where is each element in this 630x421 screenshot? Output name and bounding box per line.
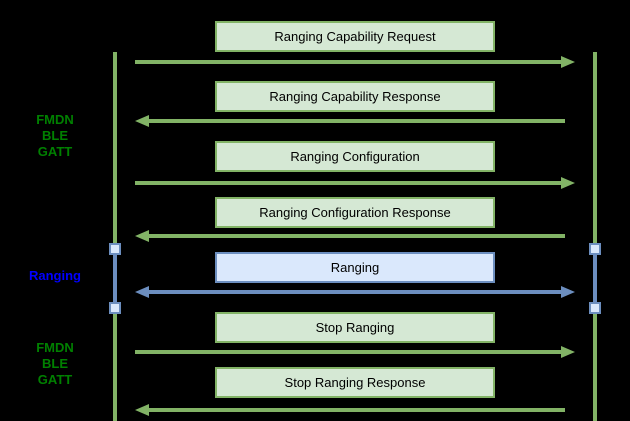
arrowhead-right-icon — [561, 56, 575, 68]
arrowhead-right-icon — [561, 346, 575, 358]
arrow-shaft — [148, 290, 562, 294]
activation-marker — [109, 302, 121, 314]
lifeline-left — [113, 52, 117, 421]
lifeline-segment-blue — [113, 249, 117, 308]
arrowhead-left-icon — [135, 404, 149, 416]
arrow-ranging-configuration — [135, 177, 575, 189]
activation-marker — [589, 302, 601, 314]
message-box-ranging-capability-response: Ranging Capability Response — [215, 81, 495, 112]
lifeline-segment-green — [593, 52, 597, 249]
arrow-ranging-capability-request — [135, 56, 575, 68]
arrow-shaft — [148, 234, 565, 238]
arrow-shaft — [135, 350, 562, 354]
message-box-ranging-configuration: Ranging Configuration — [215, 141, 495, 172]
lifeline-right — [593, 52, 597, 421]
message-box-stop-ranging: Stop Ranging — [215, 312, 495, 343]
arrow-stop-ranging-response — [135, 404, 575, 416]
arrow-shaft — [135, 181, 562, 185]
message-box-ranging-capability-request: Ranging Capability Request — [215, 21, 495, 52]
arrow-shaft — [148, 408, 565, 412]
phase-line: BLE — [42, 356, 68, 371]
activation-marker — [109, 243, 121, 255]
arrowhead-left-icon — [135, 115, 149, 127]
phase-label-fmdn-ble-gatt-1: FMDN BLE GATT — [15, 112, 95, 160]
lifeline-segment-blue — [593, 249, 597, 308]
lifeline-segment-green — [113, 52, 117, 249]
phase-line: Ranging — [29, 268, 81, 283]
arrow-ranging-configuration-response — [135, 230, 575, 242]
arrowhead-right-icon — [561, 286, 575, 298]
phase-label-ranging: Ranging — [15, 268, 95, 284]
phase-line: FMDN — [36, 340, 74, 355]
arrowhead-left-icon — [135, 286, 149, 298]
arrowhead-right-icon — [561, 177, 575, 189]
arrow-ranging-bidirectional — [135, 286, 575, 298]
message-box-ranging: Ranging — [215, 252, 495, 283]
arrowhead-left-icon — [135, 230, 149, 242]
message-box-stop-ranging-response: Stop Ranging Response — [215, 367, 495, 398]
phase-label-fmdn-ble-gatt-2: FMDN BLE GATT — [15, 340, 95, 388]
arrow-shaft — [135, 60, 562, 64]
phase-line: FMDN — [36, 112, 74, 127]
phase-line: GATT — [37, 144, 73, 159]
phase-line: GATT — [37, 372, 73, 387]
lifeline-segment-green — [113, 308, 117, 421]
arrow-ranging-capability-response — [135, 115, 575, 127]
lifeline-segment-green — [593, 308, 597, 421]
arrow-shaft — [148, 119, 565, 123]
phase-line: BLE — [42, 128, 68, 143]
activation-marker — [589, 243, 601, 255]
message-box-ranging-configuration-response: Ranging Configuration Response — [215, 197, 495, 228]
arrow-stop-ranging — [135, 346, 575, 358]
